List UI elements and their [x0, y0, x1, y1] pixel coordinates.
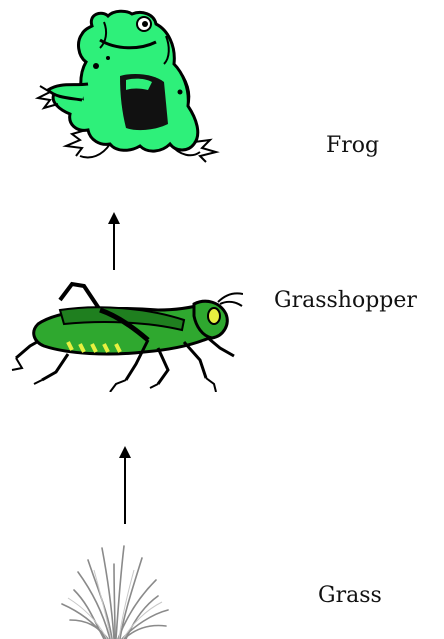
grasshopper-icon — [8, 280, 243, 392]
grass-label: Grass — [318, 585, 382, 607]
grasshopper-label: Grasshopper — [274, 290, 417, 312]
grass-icon — [58, 540, 170, 639]
arrow-up-icon — [117, 446, 133, 524]
frog-label: Frog — [326, 135, 379, 157]
frog-icon — [30, 6, 220, 166]
arrow-up-icon — [106, 212, 122, 270]
